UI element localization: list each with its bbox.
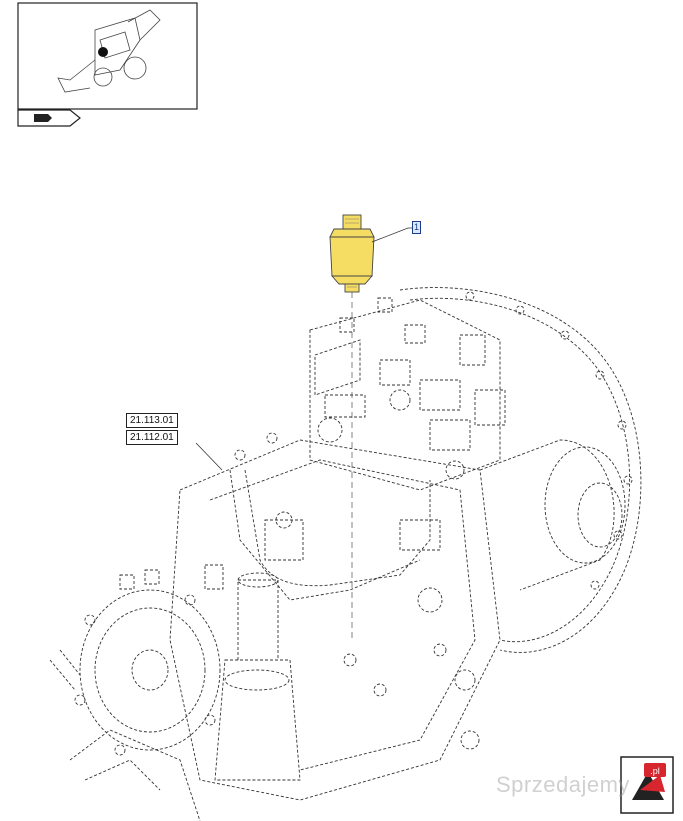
corner-logo[interactable]: .pl [620,756,674,814]
reference-label-upper[interactable]: 21.113.01 [126,413,178,428]
navigation-arrow-icon[interactable] [17,109,81,127]
reference-label-lower[interactable]: 21.112.01 [126,430,178,445]
logo-suffix: .pl [650,766,660,776]
machine-thumbnail[interactable] [17,2,198,110]
part-callout-1[interactable]: 1 [412,221,421,234]
reference-leader-line [195,442,223,471]
transmission-assembly [49,287,642,821]
logo-badge [644,763,666,777]
pressure-switch-sensor-icon[interactable] [329,214,375,293]
watermark-text: Sprzedajemy [496,772,630,797]
callout-leader-line [371,227,414,243]
